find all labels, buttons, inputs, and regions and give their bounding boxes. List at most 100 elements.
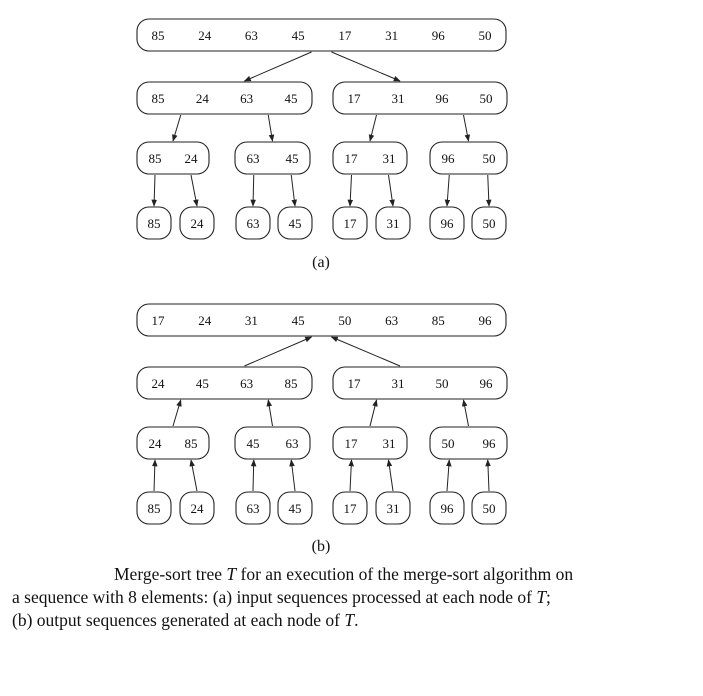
node-value: 63 <box>240 91 253 106</box>
tree-node: 17 31 96 50 <box>332 81 508 115</box>
tree-edge-arrow <box>446 459 452 492</box>
figure-caption: Merge-sort tree T for an execution of th… <box>12 563 672 632</box>
tree-edge-arrow <box>250 459 257 492</box>
node-value: 31 <box>392 376 405 391</box>
node-value: 24 <box>191 216 205 231</box>
node-box <box>332 141 408 175</box>
node-value: 24 <box>152 376 166 391</box>
node-value: 45 <box>196 376 209 391</box>
node-value: 17 <box>344 501 358 516</box>
node-value: 85 <box>149 151 162 166</box>
node-value: 24 <box>185 151 199 166</box>
node-value: 45 <box>247 436 260 451</box>
node-value: 31 <box>383 436 396 451</box>
tree-edge-arrow <box>266 399 273 427</box>
node-value: 50 <box>479 28 492 43</box>
tree-node: 85 24 <box>136 141 210 175</box>
node-value: 24 <box>198 28 212 43</box>
tree-node: 45 <box>277 491 313 525</box>
caption-line-3: (b) output sequences generated at each n… <box>12 610 359 630</box>
node-value: 96 <box>436 91 450 106</box>
node-value: 45 <box>285 91 298 106</box>
tree-node: 31 <box>375 206 411 240</box>
node-value: 96 <box>483 436 497 451</box>
node-value: 31 <box>245 313 258 328</box>
node-value: 96 <box>479 313 493 328</box>
node-value: 17 <box>348 91 362 106</box>
node-value: 50 <box>338 313 351 328</box>
node-value: 17 <box>345 151 359 166</box>
node-box <box>136 366 313 400</box>
node-box <box>136 426 210 460</box>
node-value: 31 <box>392 91 405 106</box>
tree-node: 24 <box>179 491 215 525</box>
tree-edge-arrow <box>267 114 275 142</box>
caption-line-1: Merge-sort tree T for an execution of th… <box>114 564 574 584</box>
node-box <box>235 206 271 240</box>
tree-edge-arrow <box>172 399 182 427</box>
node-box <box>375 206 411 240</box>
node-box <box>471 206 507 240</box>
tree-node: 17 <box>332 491 368 525</box>
node-value: 24 <box>198 313 212 328</box>
node-value: 31 <box>387 501 400 516</box>
node-value: 50 <box>483 216 496 231</box>
tree-edge-arrow <box>151 174 158 207</box>
sub-figure-label: (b) <box>312 538 331 555</box>
node-box <box>277 491 313 525</box>
node-value: 17 <box>152 313 166 328</box>
node-box <box>234 426 311 460</box>
node-box <box>375 491 411 525</box>
tree-edge-arrow <box>172 114 182 142</box>
node-value: 17 <box>345 436 359 451</box>
tree-node: 63 <box>235 491 271 525</box>
tree-node: 63 <box>235 206 271 240</box>
node-value: 17 <box>338 28 352 43</box>
node-box <box>136 303 507 337</box>
node-value: 85 <box>148 216 161 231</box>
tree-node: 85 <box>136 206 172 240</box>
tree-edge-arrow <box>189 459 198 492</box>
node-value: 85 <box>152 28 165 43</box>
tree-node: 50 <box>471 206 507 240</box>
node-value: 17 <box>344 216 358 231</box>
node-box <box>429 426 508 460</box>
node-value: 24 <box>191 501 205 516</box>
node-box <box>429 206 465 240</box>
node-box <box>136 141 210 175</box>
node-value: 63 <box>247 216 260 231</box>
tree-node: 31 <box>375 491 411 525</box>
node-box <box>136 206 172 240</box>
node-value: 50 <box>480 91 493 106</box>
tree-edge-arrow <box>290 174 298 207</box>
node-value: 24 <box>149 436 163 451</box>
node-value: 85 <box>432 313 445 328</box>
tree-edge-arrow <box>386 459 394 492</box>
tree-edge-arrow <box>190 174 199 207</box>
node-value: 45 <box>289 216 302 231</box>
node-box <box>332 426 408 460</box>
node-value: 45 <box>289 501 302 516</box>
node-value: 85 <box>152 91 165 106</box>
node-box <box>332 366 508 400</box>
node-value: 31 <box>383 151 396 166</box>
node-value: 17 <box>348 376 362 391</box>
sub-figure-label: (a) <box>312 254 330 271</box>
node-value: 50 <box>483 501 496 516</box>
node-value: 63 <box>240 376 253 391</box>
tree-node: 45 <box>277 206 313 240</box>
node-value: 45 <box>292 313 305 328</box>
node-value: 96 <box>441 501 455 516</box>
tree-edge-arrow <box>250 174 256 207</box>
tree-node: 96 <box>429 491 465 525</box>
node-box <box>429 141 508 175</box>
node-value: 45 <box>292 28 305 43</box>
node-value: 96 <box>442 151 456 166</box>
